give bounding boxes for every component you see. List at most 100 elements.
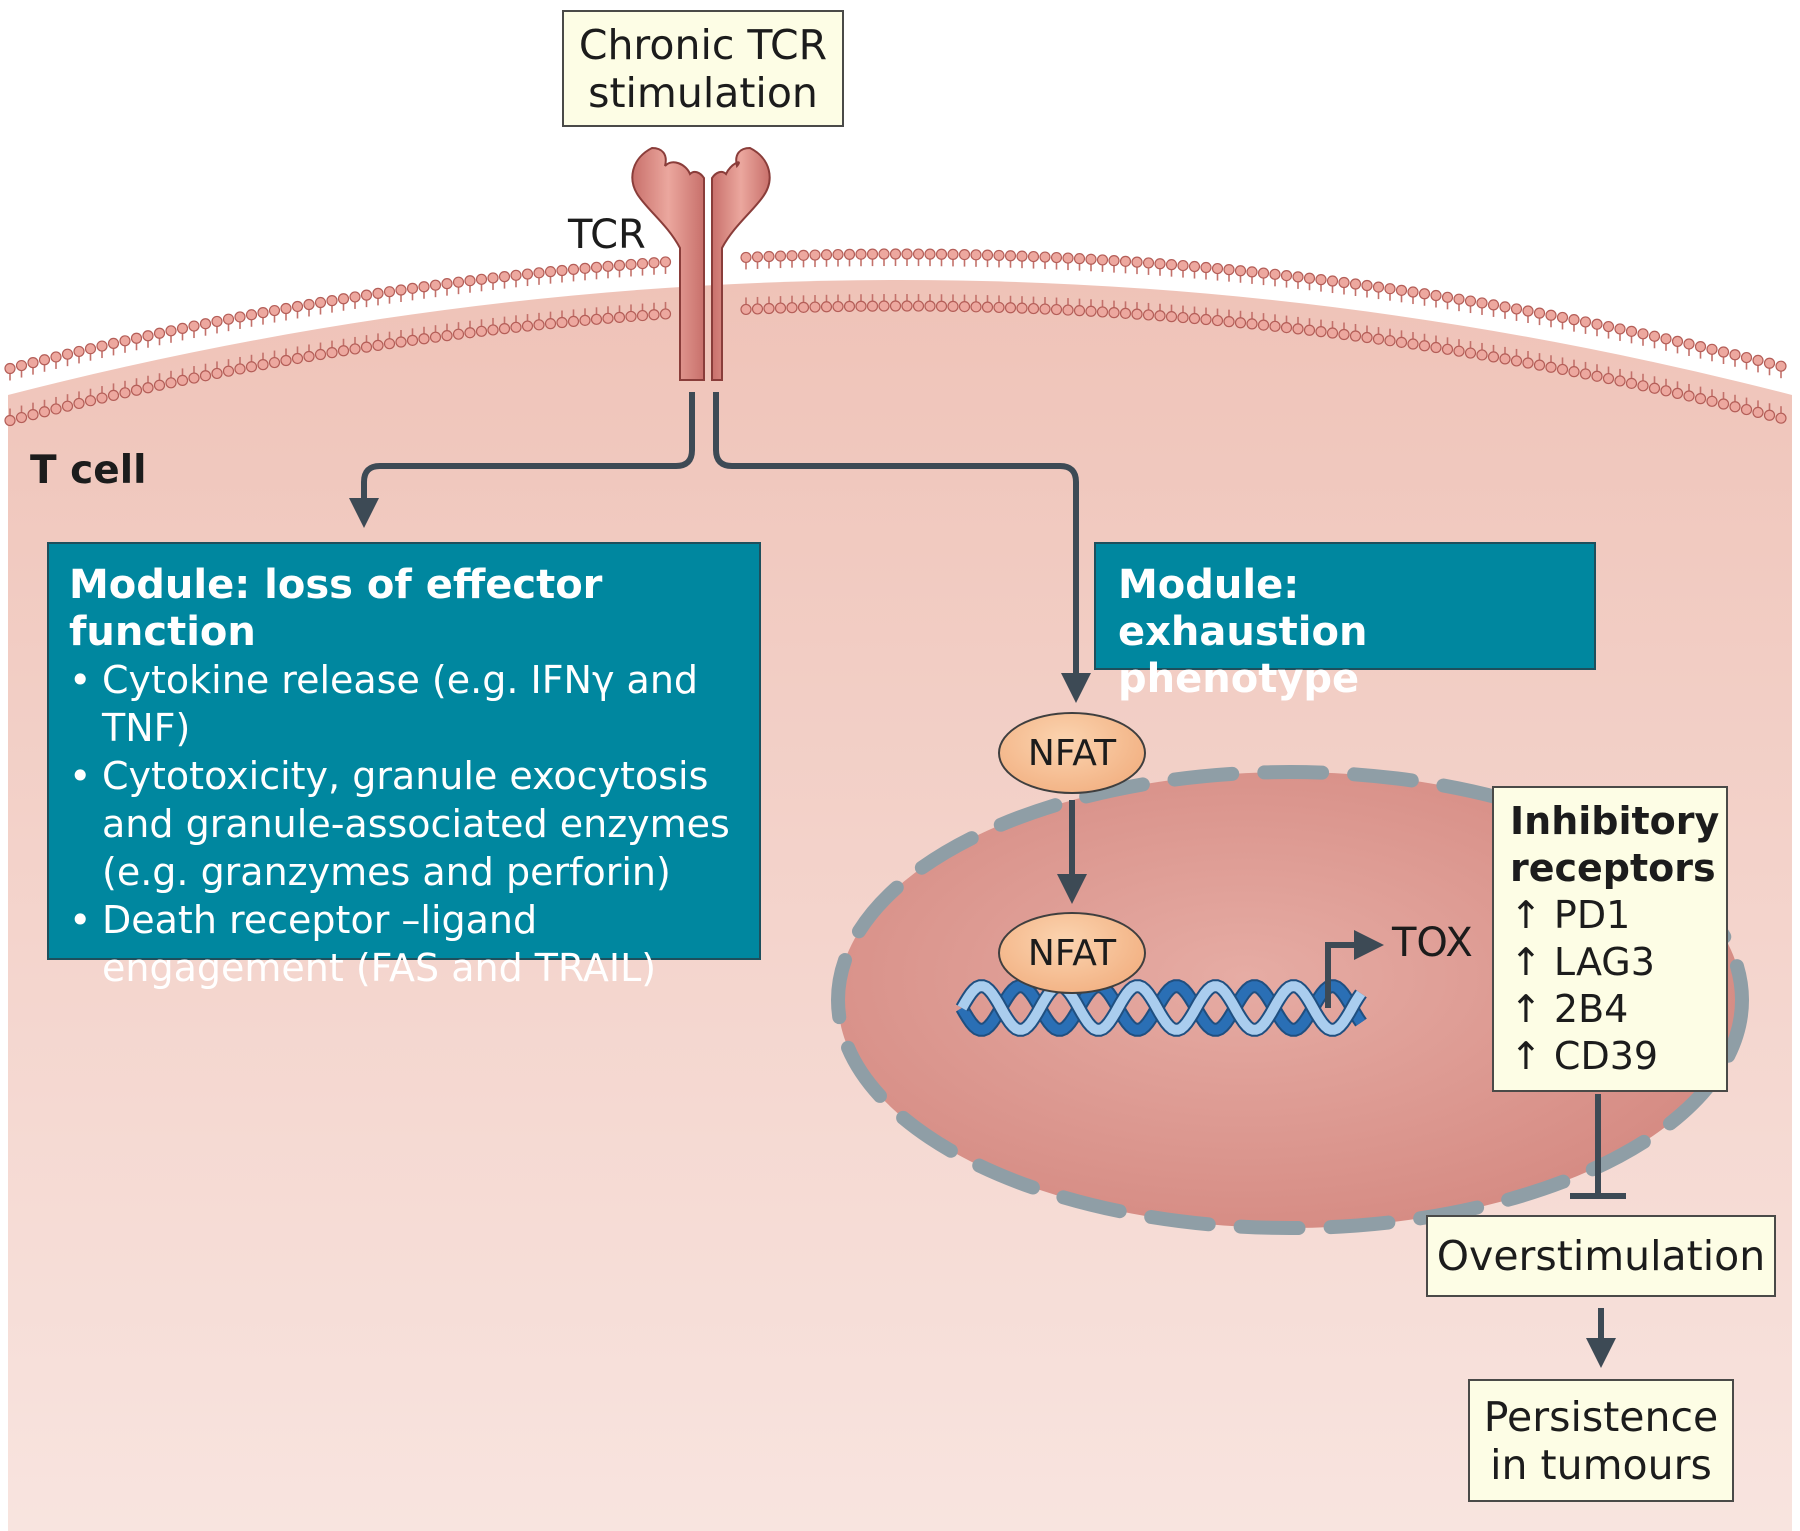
lipid-head bbox=[1142, 257, 1155, 269]
lipid-head bbox=[406, 282, 419, 294]
lipid-head bbox=[1568, 366, 1580, 378]
tcr-label: TCR bbox=[568, 212, 646, 258]
lipid-head bbox=[590, 313, 603, 325]
lipid-head bbox=[1568, 314, 1580, 326]
inhibitory-receptors-box: Inhibitory receptors PD1 LAG3 2B4 CD39 bbox=[1492, 786, 1728, 1092]
lipid-head bbox=[257, 307, 269, 319]
lipid-head bbox=[27, 409, 39, 421]
lipid-head bbox=[234, 363, 246, 375]
overstimulation-text: Overstimulation bbox=[1436, 1232, 1766, 1280]
stimulus-line2: stimulation bbox=[588, 68, 818, 117]
lipid-head bbox=[1096, 306, 1109, 318]
lipid-head bbox=[993, 301, 1005, 314]
lipid-head bbox=[544, 266, 557, 278]
persistence-line2: in tumours bbox=[1490, 1440, 1712, 1489]
lipid-head bbox=[38, 354, 51, 366]
lipid-head bbox=[1004, 250, 1017, 262]
lipid-head bbox=[429, 279, 442, 291]
arrow-to-nfat bbox=[713, 392, 1091, 703]
lipid-head bbox=[372, 287, 384, 299]
lipid-head bbox=[866, 248, 879, 260]
lipid-head bbox=[1556, 363, 1569, 376]
lipid-head bbox=[395, 284, 407, 296]
lipid-head bbox=[165, 325, 177, 337]
lipid-head bbox=[1476, 297, 1488, 309]
lipid-head bbox=[820, 249, 833, 261]
lipid-head bbox=[866, 300, 879, 312]
lipid-head bbox=[1165, 259, 1178, 271]
cell-membrane bbox=[4, 248, 1787, 427]
lipid-head bbox=[107, 337, 120, 350]
lipid-head bbox=[832, 248, 844, 261]
lipid-head bbox=[912, 300, 925, 312]
tox-transcription-arrow bbox=[1325, 930, 1384, 1008]
lipid-head bbox=[1257, 267, 1270, 279]
lipid-head bbox=[751, 303, 764, 315]
lipid-head bbox=[498, 271, 511, 283]
lipid-head bbox=[487, 272, 499, 284]
lipid-head bbox=[1131, 308, 1143, 320]
lipid-head bbox=[303, 298, 315, 311]
lipid-head bbox=[1717, 398, 1730, 410]
lipid-head bbox=[107, 389, 120, 402]
lipid-head bbox=[1729, 349, 1741, 361]
lipid-head bbox=[1050, 303, 1063, 316]
lipid-head bbox=[1660, 385, 1672, 397]
lipid-head bbox=[1579, 316, 1592, 328]
lipid-head bbox=[1556, 311, 1569, 324]
lipid-head bbox=[1591, 370, 1603, 382]
lipid-head bbox=[797, 301, 810, 313]
lipid-head bbox=[901, 248, 913, 260]
lipid-head bbox=[1522, 305, 1534, 317]
lipid-head bbox=[763, 250, 775, 263]
lipid-head bbox=[878, 300, 890, 312]
lipid-head bbox=[924, 300, 936, 312]
nuclear-envelope bbox=[831, 765, 1749, 1235]
lipid-head bbox=[947, 248, 959, 261]
lipid-head bbox=[1763, 409, 1776, 421]
lipid-head bbox=[625, 310, 637, 323]
lipid-head bbox=[176, 322, 189, 335]
lipid-head bbox=[1384, 335, 1396, 347]
ir-item-cd39: CD39 bbox=[1510, 1033, 1726, 1080]
lipid-head bbox=[1073, 253, 1086, 265]
lipid-head bbox=[579, 262, 591, 274]
lipid-head bbox=[406, 334, 419, 346]
lipid-head bbox=[1211, 262, 1224, 275]
lipid-head bbox=[349, 343, 361, 355]
lipid-head bbox=[832, 300, 844, 313]
lipid-head bbox=[176, 374, 189, 387]
lipid-head bbox=[153, 327, 166, 339]
lipid-head bbox=[1614, 323, 1626, 335]
lipid-head bbox=[1016, 250, 1028, 262]
lipid-head bbox=[613, 259, 626, 271]
lipid-head bbox=[372, 339, 384, 351]
lipid-head bbox=[1510, 303, 1523, 315]
lipid-head bbox=[786, 250, 798, 262]
lipid-head bbox=[521, 320, 534, 332]
lipid-head bbox=[510, 321, 522, 333]
lipid-head bbox=[50, 351, 62, 363]
lipid-head bbox=[809, 301, 821, 313]
lipid-head bbox=[84, 395, 97, 407]
lipid-head bbox=[475, 325, 488, 337]
lipid-head bbox=[291, 300, 304, 313]
lipid-head bbox=[1602, 372, 1615, 385]
lipid-head bbox=[1407, 338, 1419, 350]
dna-helix bbox=[955, 979, 1367, 1037]
lipid-head bbox=[1177, 311, 1189, 324]
lipid-head bbox=[1395, 336, 1408, 348]
ir-item-lag3: LAG3 bbox=[1510, 939, 1726, 986]
lipid-head bbox=[1269, 320, 1281, 332]
lipid-head bbox=[1039, 303, 1051, 315]
lipid-head bbox=[73, 397, 85, 410]
lipid-head bbox=[165, 377, 177, 389]
lipid-head bbox=[544, 318, 557, 330]
ir-item-2b4: 2B4 bbox=[1510, 986, 1726, 1033]
lipid-head bbox=[1418, 340, 1431, 352]
lipid-head bbox=[38, 406, 51, 418]
lipid-head bbox=[1280, 269, 1293, 282]
lipid-head bbox=[935, 248, 948, 260]
ir-title-line1: Inhibitory bbox=[1510, 799, 1720, 843]
lipid-head bbox=[855, 248, 867, 260]
